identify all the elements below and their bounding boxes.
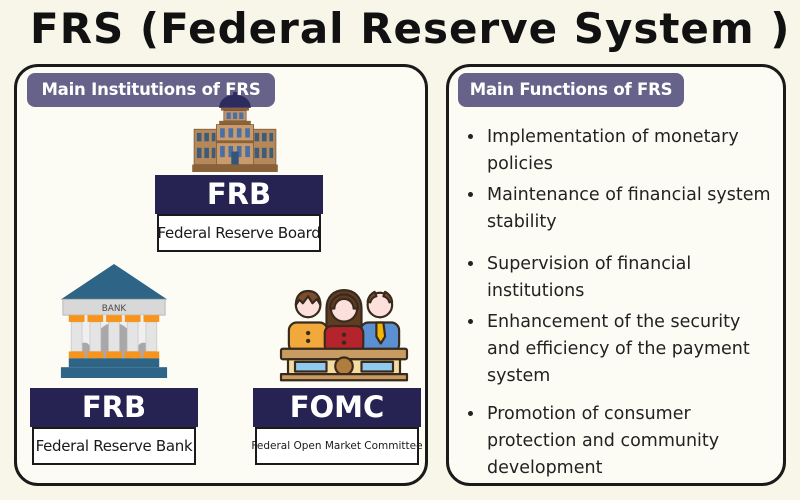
institutions-panel: Main Institutions of FRS <box>14 64 428 486</box>
functions-header-badge: Main Functions of FRS <box>458 73 684 107</box>
function-item: Enhancement of the security and efficien… <box>485 309 773 390</box>
function-item: Promotion of consumer protection and com… <box>485 401 773 482</box>
function-item: Maintenance of financial system stabilit… <box>485 182 773 236</box>
committee-icon <box>277 270 411 382</box>
bank-sign-text: BANK <box>102 304 127 314</box>
functions-panel: Main Functions of FRS Implementation of … <box>446 64 786 486</box>
frb-bank-label-box: Federal Reserve Bank <box>32 427 196 465</box>
bank-icon: BANK <box>55 262 173 378</box>
government-building-icon <box>188 92 282 172</box>
function-item: Implementation of monetary policies <box>485 124 773 178</box>
frb-board-label-box: Federal Reserve Board <box>157 214 321 252</box>
institutions-header-badge: Main Institutions of FRS <box>27 73 275 107</box>
fomc-abbr-box: FOMC <box>253 388 421 427</box>
fomc-label-box: Federal Open Market Committee <box>251 427 423 465</box>
frb-bank-abbr-box: FRB <box>30 388 198 427</box>
functions-list: Implementation of monetary policies Main… <box>461 124 773 486</box>
frb-board-abbr-box: FRB <box>155 175 323 214</box>
page-title: FRS (Federal Reserve System ) <box>30 4 791 53</box>
function-item: Supervision of financial institutions <box>485 251 773 305</box>
